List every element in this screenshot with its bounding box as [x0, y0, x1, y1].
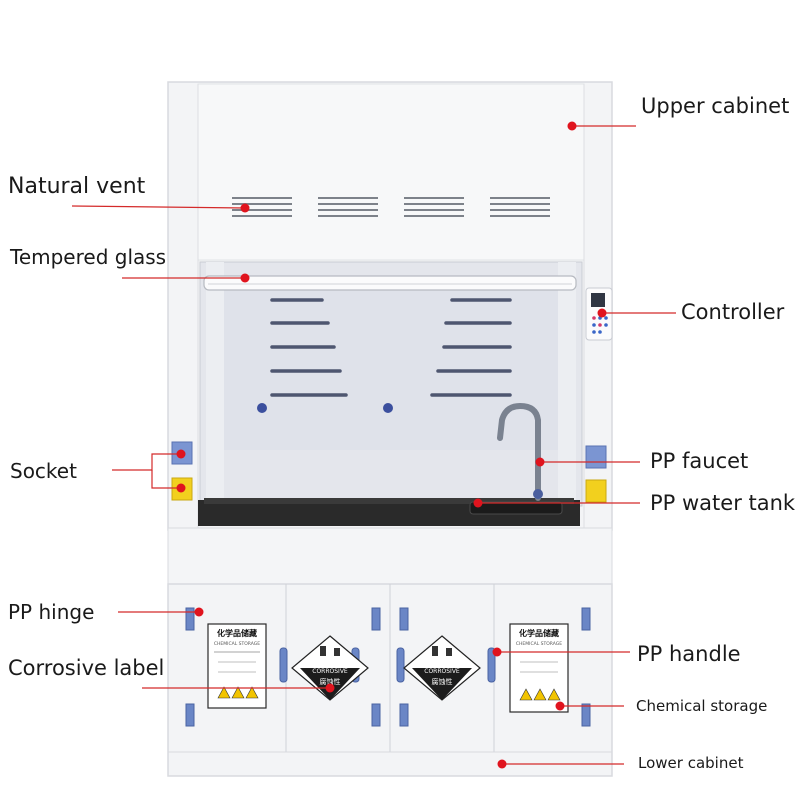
- label-controller: Controller: [681, 300, 785, 324]
- label-tempered-glass: Tempered glass: [10, 245, 167, 269]
- valve-knobs: [257, 403, 393, 413]
- corrosive-cn-right: 腐蚀性: [432, 677, 453, 686]
- chemical-storage-sign-left: 化学品储藏 CHEMICAL STORAGE: [207, 623, 267, 709]
- label-chemical-storage: Chemical storage: [636, 697, 768, 715]
- label-pp-faucet: PP faucet: [650, 449, 749, 473]
- label-corrosive-label: Corrosive label: [8, 656, 165, 680]
- sign-title-en-right: CHEMICAL STORAGE: [516, 641, 562, 647]
- tempered-glass-sash: [203, 275, 577, 291]
- sign-title-cn: 化学品储藏: [217, 628, 257, 638]
- label-natural-vent: Natural vent: [8, 174, 146, 199]
- worktop: [198, 498, 580, 526]
- leader-lines: [71, 125, 676, 765]
- pp-faucet-shape: [497, 402, 541, 501]
- sign-title-en: CHEMICAL STORAGE: [214, 641, 260, 647]
- work-chamber: [199, 261, 583, 507]
- pp-hinges: [185, 607, 591, 727]
- baffle-slots: [270, 298, 512, 397]
- natural-vent-louvres: [232, 197, 550, 217]
- label-lower-cabinet: Lower cabinet: [638, 754, 744, 772]
- faucet-valve: [533, 489, 543, 499]
- corrosive-en-left: CORROSIVE: [312, 668, 348, 675]
- corrosive-en-right: CORROSIVE: [424, 668, 460, 675]
- corrosive-cn-left: 腐蚀性: [320, 677, 341, 686]
- marker-dots: [176, 121, 607, 769]
- label-pp-hinge: PP hinge: [8, 600, 95, 624]
- label-socket: Socket: [10, 459, 77, 483]
- chemical-storage-sign-right: 化学品储藏 CHEMICAL STORAGE: [509, 623, 569, 713]
- label-pp-handle: PP handle: [637, 642, 741, 666]
- label-upper-cabinet: Upper cabinet: [641, 94, 790, 118]
- label-pp-water-tank: PP water tank: [650, 491, 796, 515]
- sign-title-cn-right: 化学品储藏: [519, 628, 559, 638]
- corrosive-diamond-right: CORROSIVE 腐蚀性: [403, 635, 481, 701]
